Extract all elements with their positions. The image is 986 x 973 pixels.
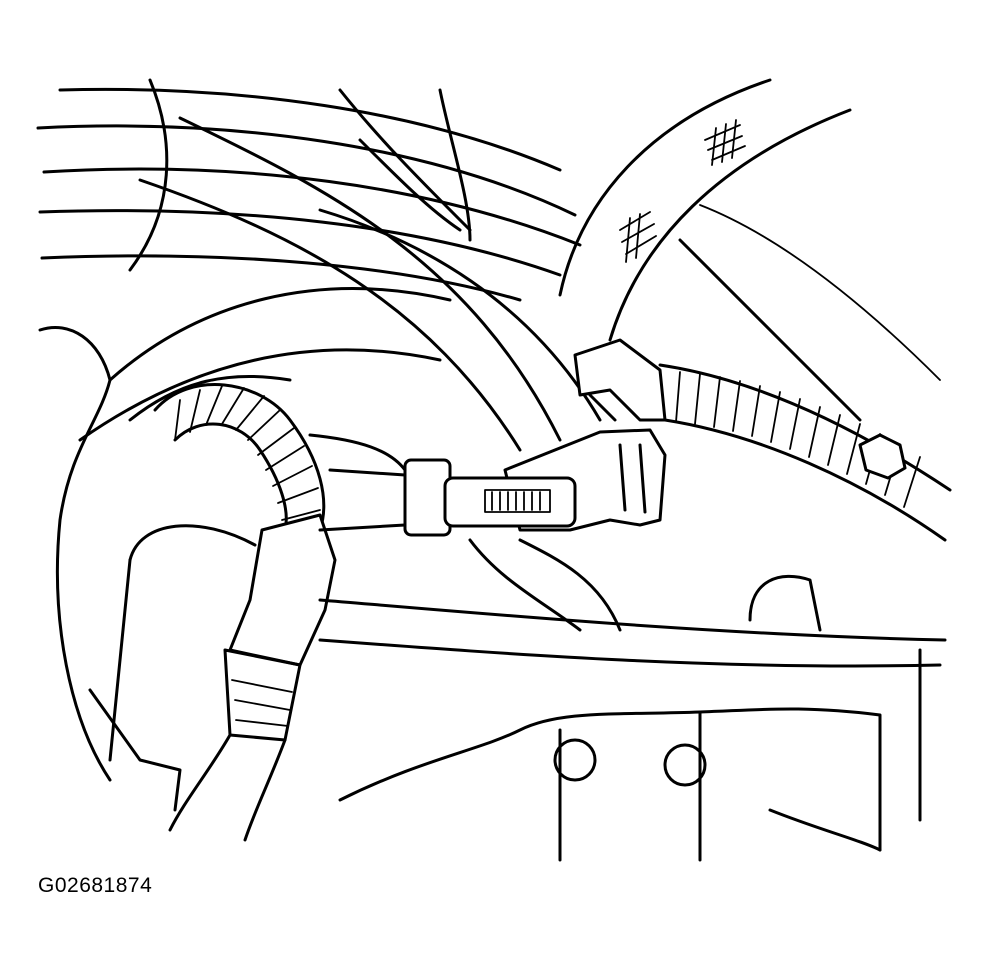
lower-frame-panel (318, 538, 947, 862)
left-hose-shell (38, 287, 452, 782)
hose-clip (573, 338, 667, 422)
line-illustration (36, 78, 952, 862)
main-curved-hose (138, 116, 602, 452)
figure-code: G02681874 (38, 874, 153, 897)
right-corrugated-harness (658, 363, 952, 542)
connector-assembly (308, 428, 667, 537)
upper-right-cover (338, 78, 941, 422)
upper-tube-bundle (36, 78, 582, 302)
lower-left-hose (88, 513, 337, 842)
left-corrugated-hose (153, 383, 326, 532)
